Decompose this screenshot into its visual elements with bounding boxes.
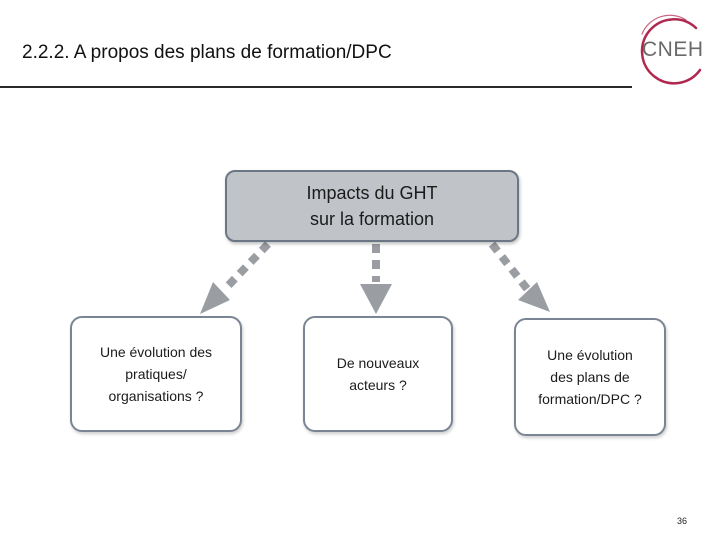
central-node: Impacts du GHT sur la formation xyxy=(225,170,519,242)
arrow-left-line xyxy=(221,241,271,293)
title-divider xyxy=(0,86,632,88)
arrow-middle-head xyxy=(360,284,392,314)
cneh-logo-icon xyxy=(640,14,702,85)
node-actors-label: De nouveaux acteurs ? xyxy=(336,355,420,393)
arrow-left-head xyxy=(200,282,230,314)
page-title: 2.2.2. A propos des plans de formation/D… xyxy=(22,42,392,63)
page-number: 36 xyxy=(677,516,688,526)
central-node-label: Impacts du GHT sur la formation xyxy=(306,183,438,229)
logo-text: CNEH xyxy=(642,38,704,61)
arrow-right-line xyxy=(488,241,532,293)
node-practices-label: Une évolution des pratiques/ organisatio… xyxy=(99,344,213,404)
node-practices: Une évolution des pratiques/ organisatio… xyxy=(70,316,242,432)
arrow-right-head xyxy=(518,282,550,312)
node-training-plans: Une évolution des plans de formation/DPC… xyxy=(514,318,666,436)
node-actors: De nouveaux acteurs ? xyxy=(303,316,453,432)
node-training-plans-label: Une évolution des plans de formation/DPC… xyxy=(538,347,642,407)
